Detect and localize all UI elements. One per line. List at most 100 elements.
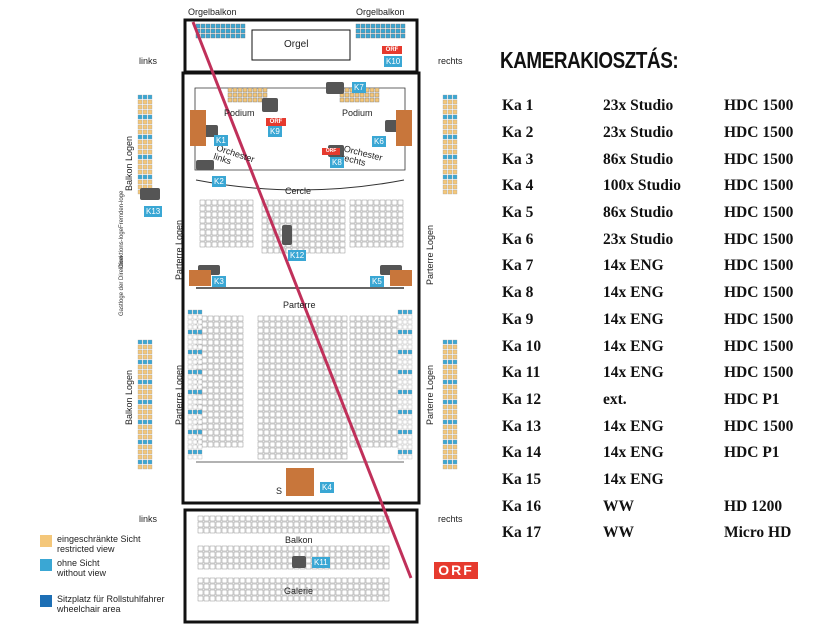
cercle-left-seats [199, 199, 254, 248]
legend-wheelchair-en: wheelchair area [57, 604, 121, 614]
camera-id: Ka 16 [502, 497, 542, 515]
sightline [191, 21, 413, 579]
camera-table-title: KAMERAKIOSZTÁS: [500, 47, 679, 73]
seating-plan [137, 18, 458, 624]
camera-id: Ka 15 [502, 470, 542, 488]
balkon-rear-seats [197, 545, 390, 570]
camera-lens: 86x Studio [603, 150, 674, 168]
camera-id: Ka 3 [502, 150, 534, 168]
parterre-logen-left-bottom-label: Parterre Logen [174, 364, 184, 425]
wheelchair-icon [40, 595, 52, 607]
hall-walls [181, 18, 421, 624]
camera-row: Ka 9 14x ENG HDC 1500 [502, 307, 814, 334]
rechts-bottom-label: rechts [438, 514, 463, 524]
parterre-logen-right-bottom-label: Parterre Logen [425, 364, 435, 425]
balkon-logen-top-label: Balkon Logen [124, 135, 134, 191]
cercle-right-seats [349, 199, 404, 248]
camera-lens: 100x Studio [603, 177, 681, 195]
legend-restricted-en: restricted view [57, 544, 115, 554]
camera-tag-k10: K10 [384, 56, 403, 67]
balkon-logen-right-bottom-boxes [442, 339, 458, 470]
camera-model: HDC 1500 [724, 257, 794, 275]
camera-lens: WW [603, 524, 634, 542]
fremdenloge-label: Fremden-loge [119, 190, 125, 228]
camera-tag-k8: K8 [330, 157, 344, 168]
camera-model: Micro HD [724, 524, 792, 542]
camera-lens: 14x ENG [603, 310, 664, 328]
camera-tag-k3: K3 [212, 276, 226, 287]
parterre-logen-right-boxes [397, 309, 413, 460]
camera-id: Ka 14 [502, 444, 542, 462]
camera-lens: 14x ENG [603, 284, 664, 302]
camera-id: Ka 8 [502, 284, 534, 302]
camera-row: Ka 16 WW HD 1200 [502, 493, 814, 520]
podium-left-label: Podium [224, 108, 255, 118]
balkon-front-seats [197, 515, 390, 534]
camera-lens: 23x Studio [603, 124, 674, 142]
camera-model: HD 1200 [724, 497, 783, 515]
legend-nosight-de: ohne Sicht [57, 558, 100, 568]
camera-id: Ka 9 [502, 310, 534, 328]
parterre-logen-left-top-label: Parterre Logen [174, 219, 184, 280]
cercle-label: Cercle [285, 186, 312, 196]
parterre-label: Parterre [283, 300, 316, 310]
camera-platforms [189, 110, 412, 496]
camera-model: HDC 1500 [724, 177, 794, 195]
camera-lens: 23x Studio [603, 230, 674, 248]
podium-left-seats [227, 87, 268, 103]
stage-s-label: S [276, 486, 283, 496]
camera-id: Ka 7 [502, 257, 534, 275]
camera-id: Ka 4 [502, 177, 534, 195]
camera-id: Ka 2 [502, 124, 534, 142]
camera-model: HDC 1500 [724, 364, 794, 382]
camera-lens: WW [603, 497, 634, 515]
camera-id: Ka 5 [502, 204, 534, 222]
camera-row: Ka 7 14x ENG HDC 1500 [502, 253, 814, 280]
camera-tag-k4: K4 [320, 482, 334, 493]
legend-restricted-de: eingeschränkte Sicht [57, 534, 141, 544]
camera-tag-k7: K7 [352, 82, 366, 93]
rechts-top-label: rechts [438, 56, 463, 66]
orgelbalkon-left-seats [195, 23, 246, 39]
balkon-logen-right-top-boxes [442, 94, 458, 195]
camera-model: HDC 1500 [724, 310, 794, 328]
camera-lens: 14x ENG [603, 417, 664, 435]
links-top-label: links [139, 56, 158, 66]
camera-lens: 14x ENG [603, 337, 664, 355]
camera-tag-k9: K9 [268, 126, 282, 137]
parterre-right-seats [349, 315, 398, 448]
camera-id: Ka 13 [502, 417, 542, 435]
orgel-box [251, 29, 351, 61]
camera-id: Ka 12 [502, 390, 542, 408]
camera-model: HDC 1500 [724, 97, 794, 115]
camera-model: HDC 1500 [724, 230, 794, 248]
camera-lens: 14x ENG [603, 257, 664, 275]
camera-lens: 23x Studio [603, 97, 674, 115]
legend-nosight-en: without view [57, 568, 107, 578]
camera-lens: 14x ENG [603, 444, 664, 462]
camera-row: Ka 14 14x ENG HDC P1 [502, 440, 814, 467]
camera-model: HDC P1 [724, 444, 780, 462]
camera-model: HDC P1 [724, 390, 780, 408]
camera-tag-k11: K11 [312, 557, 330, 568]
camera-row: Ka 4 100x Studio HDC 1500 [502, 173, 814, 200]
gastloge-label: Gastloge der Direktion [119, 256, 125, 316]
camera-id: Ka 11 [502, 364, 541, 382]
legend-restricted-swatch [40, 535, 52, 547]
parterre-left-seats [195, 315, 244, 448]
parterre-center-seats [257, 315, 348, 460]
orf-logo: ORF [434, 562, 478, 579]
legend-nosight-swatch [40, 559, 52, 571]
camera-tag-k2: K2 [212, 176, 226, 187]
seat-blocks [195, 23, 406, 602]
orgelbalkon-right-seats [355, 23, 406, 39]
camera-lens: 86x Studio [603, 204, 674, 222]
camera-tag-k1: K1 [214, 135, 228, 146]
